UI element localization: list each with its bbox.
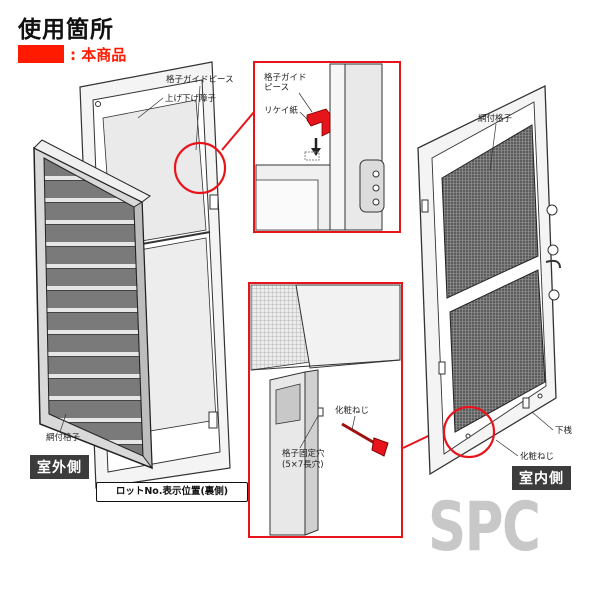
guide-piece-red	[306, 108, 331, 137]
label-grid-guide-piece: 格子ガイドピース	[166, 74, 234, 85]
label-lift-sash: 上げ下げ障子	[165, 93, 217, 104]
zoom-box-fixing-hole	[248, 282, 403, 538]
label-release-paper: リケイ紙	[264, 105, 298, 116]
label-fixing-hole-1: 格子固定穴	[282, 448, 325, 459]
door-indoor	[417, 84, 561, 476]
lattice-panel	[33, 139, 153, 470]
label-lower-frame: 下桟	[555, 425, 573, 436]
zoom-box-guide-piece	[253, 61, 401, 233]
page-title: 使用箇所	[18, 17, 114, 43]
label-mesh-lattice-left: 網付格子	[46, 432, 81, 443]
label-mesh-lattice-right: 網付格子	[478, 113, 513, 124]
legend: : 本商品	[18, 44, 126, 64]
lot-number-box: ロットNo.表示位置(裏側)	[96, 482, 248, 502]
legend-swatch	[18, 45, 64, 63]
legend-label: : 本商品	[70, 45, 127, 64]
highlight-circle-top	[173, 141, 227, 195]
outdoor-side-tag: 室外側	[30, 455, 89, 479]
label-zoom-guide-2: ピース	[264, 83, 289, 93]
zoom-connector-top	[221, 111, 255, 151]
highlight-circle-bottom	[442, 405, 496, 459]
spc-watermark: SPC	[428, 488, 541, 567]
label-zoom-guide-1: 格子ガイド	[264, 72, 307, 83]
label-fixing-hole-2: (5×7長穴)	[282, 459, 324, 470]
label-screw-zoom: 化粧ねじ	[335, 405, 369, 416]
indoor-side-tag: 室内側	[512, 466, 571, 490]
decorative-screw-red	[371, 437, 389, 457]
label-decorative-screw: 化粧ねじ	[520, 451, 554, 462]
